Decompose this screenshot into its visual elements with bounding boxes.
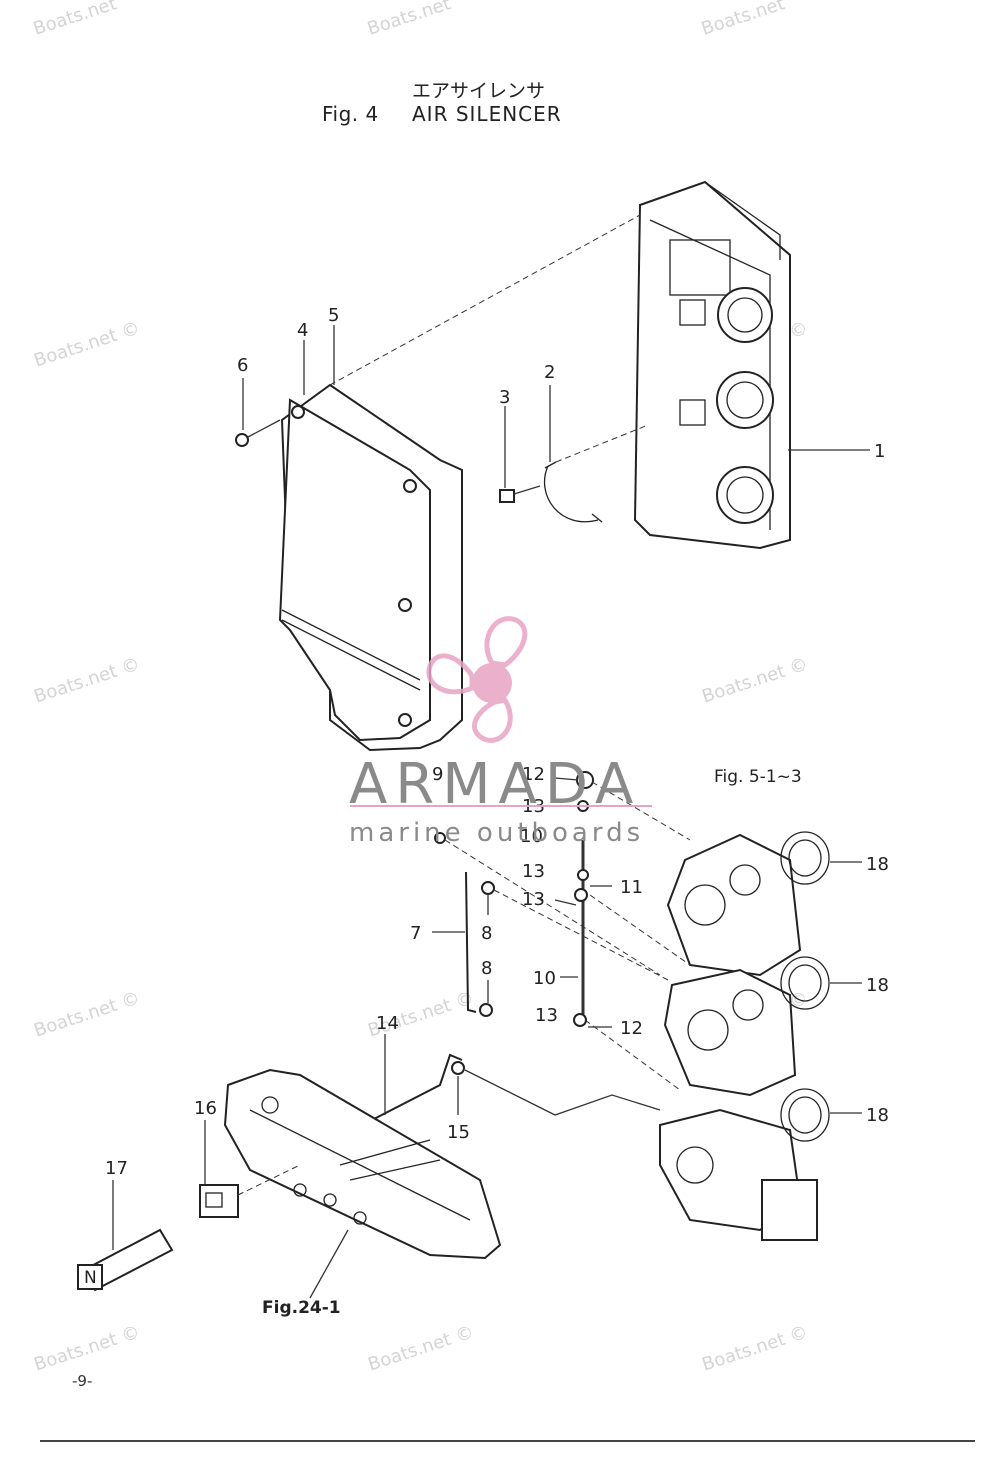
part-silencer-case — [633, 180, 791, 550]
callout-8: 8 — [481, 958, 492, 979]
part-bolt-3 — [499, 485, 541, 503]
leader-line — [444, 839, 661, 976]
armada-propeller-logo — [426, 616, 528, 743]
callout-13: 13 — [522, 861, 545, 882]
callout-12: 12 — [620, 1018, 643, 1039]
callout-7: 7 — [410, 923, 421, 944]
bottom-rule — [40, 1440, 975, 1442]
callout-16: 16 — [194, 1098, 217, 1119]
callout-18: 18 — [866, 975, 889, 996]
part-gasket-18 — [780, 831, 830, 1142]
part-carburetor-bottom — [659, 1108, 818, 1241]
part-carburetor-middle — [663, 968, 797, 1097]
leader-line — [589, 894, 691, 966]
leader-line — [555, 424, 649, 463]
leader-line — [554, 899, 577, 906]
callout-14: 14 — [376, 1013, 399, 1034]
callout-18: 18 — [866, 854, 889, 875]
figure-reference: Fig.24-1 — [262, 1298, 341, 1318]
callout-2: 2 — [544, 362, 555, 383]
leader-line — [464, 1069, 661, 1116]
callout-12: 12 — [522, 764, 545, 785]
callout-10: 10 — [533, 968, 556, 989]
page-number: -9- — [72, 1372, 93, 1390]
leader-line — [591, 781, 691, 841]
callout-18: 18 — [866, 1105, 889, 1126]
part-17: N — [77, 1228, 174, 1292]
part-16 — [199, 1184, 239, 1218]
part-silencer-cover — [278, 383, 463, 752]
leader-line — [237, 1164, 301, 1196]
part-clamp-2 — [543, 461, 603, 523]
callout-5: 5 — [328, 305, 339, 326]
part-carburetor-top — [666, 833, 802, 977]
svg-text:N: N — [84, 1268, 97, 1288]
callout-15: 15 — [447, 1122, 470, 1143]
leader-line — [493, 889, 669, 981]
figure-reference: Fig. 5-1~3 — [714, 767, 802, 787]
callout-13: 13 — [535, 1005, 558, 1026]
title-japanese: エアサイレンサ — [412, 80, 546, 102]
part-link-rod — [573, 771, 594, 1027]
armada-logo-wordmark: ARMADA — [349, 752, 642, 817]
leader-line — [329, 214, 641, 386]
callout-11: 11 — [620, 877, 643, 898]
callout-3: 3 — [499, 387, 510, 408]
callout-17: 17 — [105, 1158, 128, 1179]
callout-8: 8 — [481, 923, 492, 944]
callout-1: 1 — [874, 441, 885, 462]
callout-6: 6 — [237, 355, 248, 376]
leader-line — [554, 777, 579, 781]
part-screw-6 — [235, 419, 281, 447]
part-lever-7 — [434, 832, 495, 1017]
page-title: AIR SILENCER — [412, 102, 562, 126]
figure-number: Fig. 4 — [322, 102, 379, 126]
callout-10: 10 — [520, 826, 543, 847]
leader-line — [309, 1229, 349, 1299]
callout-4: 4 — [297, 320, 308, 341]
part-rod-14 — [371, 1053, 465, 1121]
callout-9: 9 — [432, 764, 443, 785]
part-bracket-fig24 — [223, 1068, 502, 1260]
callout-13: 13 — [522, 889, 545, 910]
armada-logo-tagline: marine outboards — [349, 818, 645, 848]
